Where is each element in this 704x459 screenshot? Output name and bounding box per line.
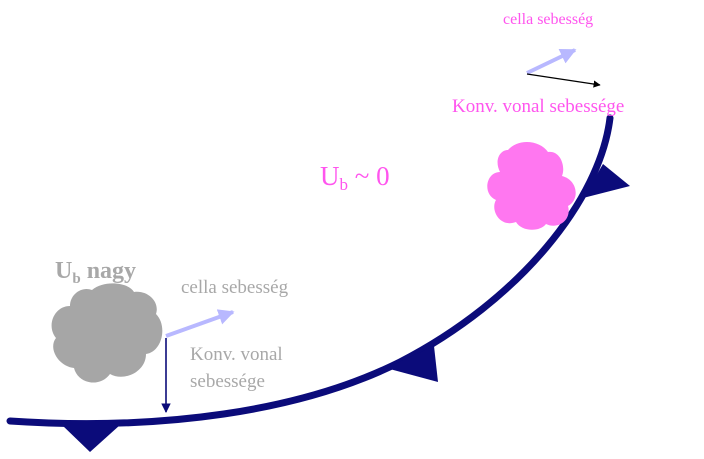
bottom-cell-velocity-arrow <box>165 309 235 338</box>
bottom-line-speed-label-line2: sebessége <box>190 371 265 392</box>
ub-large-label: Ub nagy <box>55 258 136 287</box>
top-cell-velocity-arrow <box>526 48 577 75</box>
ub-large-rest: nagy <box>81 258 136 284</box>
bottom-line-speed-label-line1: Konv. vonal <box>190 344 283 365</box>
ub-small-label: Ub ~ 0 <box>320 161 390 194</box>
ub-small-subscript: b <box>340 175 349 194</box>
front-barb-top <box>583 164 630 198</box>
top-line-speed-label: Konv. vonal sebessége <box>452 96 624 117</box>
bottom-cell-speed-label: cella sebesség <box>181 277 289 298</box>
top-line-velocity-arrow <box>526 73 601 88</box>
ub-large-subscript: b <box>72 271 80 287</box>
top-cell-speed-label: cella sebesség <box>503 11 593 28</box>
ub-small-rest: ~ 0 <box>348 161 390 191</box>
front-barb-bottom <box>62 425 120 452</box>
ub-small-u: U <box>320 161 340 191</box>
ub-large-u: U <box>55 258 72 284</box>
front-barb-middle <box>386 346 438 382</box>
gray-storm-cell <box>51 283 163 383</box>
magenta-storm-cell <box>487 141 576 230</box>
